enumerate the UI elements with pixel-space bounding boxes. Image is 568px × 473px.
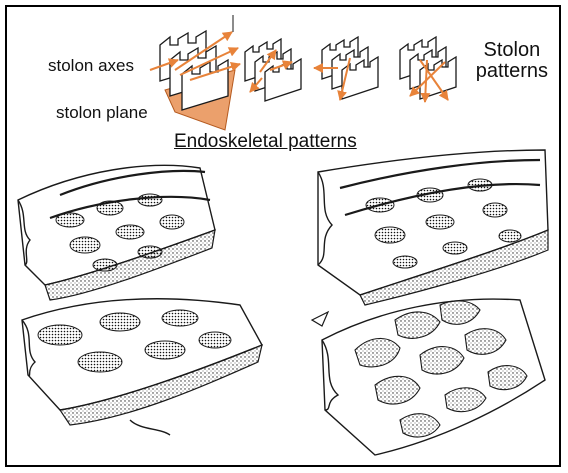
label-stolon-axes: stolon axes bbox=[48, 56, 134, 76]
heading-endoskeletal-patterns: Endoskeletal patterns bbox=[174, 131, 357, 153]
endoskeleton-bottom-left bbox=[22, 299, 262, 435]
label-stolon-patterns-line1: Stolon bbox=[476, 40, 548, 61]
label-stolon-patterns: Stolon patterns bbox=[476, 40, 548, 82]
stolon-pattern-2 bbox=[245, 39, 301, 101]
stolon-pattern-3 bbox=[314, 37, 378, 100]
endoskeleton-top-left bbox=[18, 165, 215, 300]
label-stolon-plane: stolon plane bbox=[56, 103, 148, 123]
label-stolon-patterns-line2: patterns bbox=[476, 61, 548, 82]
stolon-pattern-1 bbox=[150, 15, 240, 130]
stolon-pattern-4 bbox=[400, 37, 456, 102]
endoskeleton-bottom-right bbox=[312, 299, 545, 455]
endoskeleton-top-right bbox=[318, 150, 548, 305]
